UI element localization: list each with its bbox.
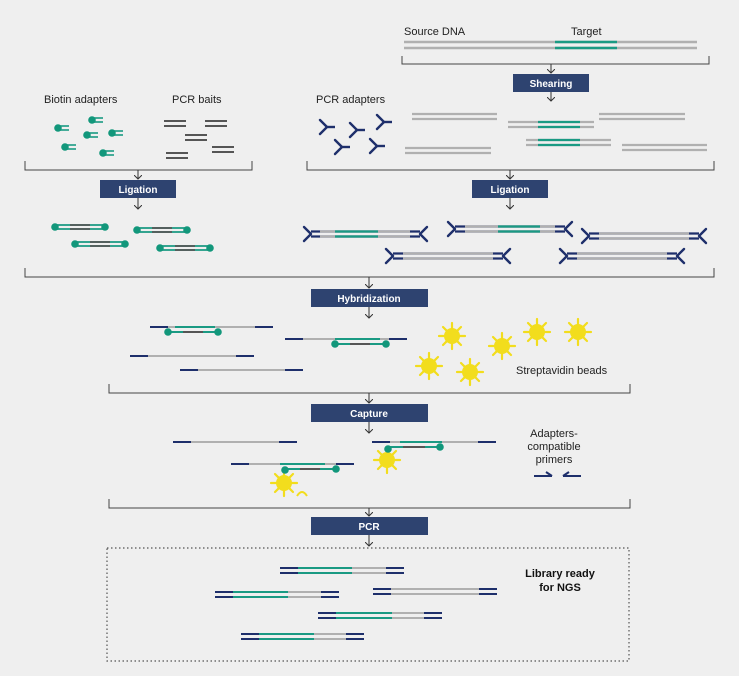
pcr-adapters-label: PCR adapters (316, 94, 386, 106)
streptavidin-beads-label: Streptavidin beads (516, 365, 608, 377)
source-dna-strand (404, 40, 697, 50)
source-bracket (401, 56, 710, 65)
primers-label-line3: primers (536, 454, 573, 466)
stage-hybridization: Hybridization (311, 289, 428, 307)
captured-beads (269, 443, 444, 498)
stage-capture-label: Capture (350, 409, 388, 420)
stage-ligation-right-label: Ligation (491, 185, 530, 196)
stage-capture: Capture (311, 404, 428, 422)
source-dna-section: Source DNA Target (401, 26, 710, 73)
left-bracket (24, 161, 253, 171)
stage-hybridization-label: Hybridization (337, 294, 400, 305)
pcr-baits (164, 120, 234, 159)
captured-fragments (173, 441, 496, 470)
stage-ligation-left-label: Ligation (119, 185, 158, 196)
biotin-adapters-label: Biotin adapters (44, 94, 118, 106)
library-box (106, 547, 630, 662)
pcr-adapters (318, 113, 392, 156)
pcr-baits-label: PCR baits (172, 94, 222, 106)
library-label-line2: for NGS (539, 582, 581, 594)
right-bracket (306, 161, 715, 171)
amplified-library (215, 567, 497, 640)
stage-ligation-right: Ligation (472, 180, 548, 198)
stage-shearing: Shearing (513, 74, 589, 92)
primers-label-line1: Adapters- (530, 428, 578, 440)
stage-pcr: PCR (311, 517, 428, 535)
source-dna-label: Source DNA (404, 26, 466, 38)
library-label-line1: Library ready (525, 568, 596, 580)
biotin-adapters (54, 116, 123, 157)
stage-shearing-label: Shearing (530, 79, 573, 90)
capture-bracket (108, 499, 631, 509)
hybrid-bracket (108, 384, 631, 394)
merge-bracket (24, 268, 715, 278)
sheared-fragments (405, 112, 707, 155)
stage-pcr-label: PCR (358, 522, 380, 533)
ligated-baits (51, 223, 214, 252)
primers-label-line2: compatible (527, 441, 580, 453)
primers (534, 471, 581, 477)
stage-ligation-left: Ligation (100, 180, 176, 198)
target-label: Target (571, 26, 602, 38)
hybridized-fragments (130, 326, 407, 371)
ligated-library (302, 220, 708, 265)
